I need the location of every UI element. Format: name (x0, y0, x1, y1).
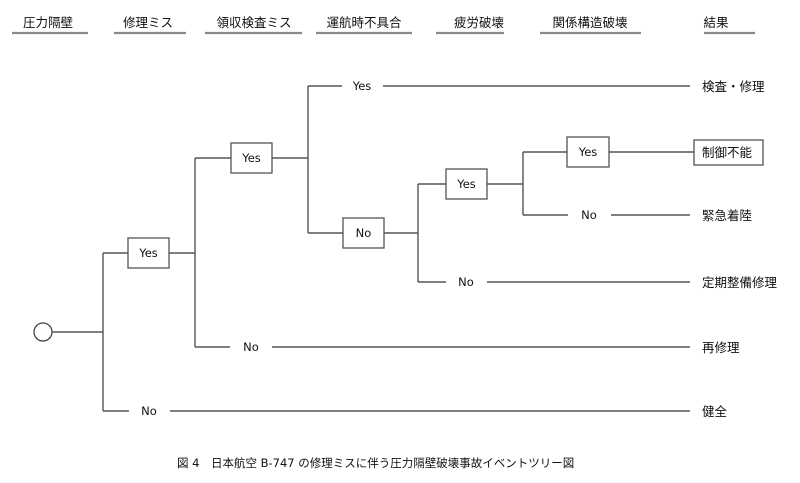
no-label: No (356, 226, 372, 240)
figure-caption: 図 4 日本航空 B-747 の修理ミスに伴う圧力隔壁破壊事故イベントツリー図 (177, 456, 574, 470)
no-label: No (141, 404, 157, 418)
yes-label: Yes (578, 145, 598, 159)
yes-label: Yes (138, 246, 158, 260)
yes-branch-box (445, 168, 488, 200)
node-fatigue-failure: Yes No (417, 168, 690, 289)
no-label: No (581, 208, 597, 222)
yes-label: Yes (241, 151, 261, 165)
yes-label: Yes (352, 79, 372, 93)
header-fatigue-failure: 疲労破壊 (454, 15, 505, 30)
outcome-emergency-landing: 緊急着陸 (702, 208, 752, 223)
outcome-loss-of-control: 制御不能 (702, 145, 753, 160)
yes-branch-box (566, 136, 610, 168)
column-headers: 圧力隔壁 修理ミス 領収検査ミス 運航時不具合 疲労破壊 関係構造破壊 結果 (23, 15, 729, 30)
node-inspection-error: Yes No (194, 142, 690, 354)
initiating-event-circle (33, 322, 53, 342)
outcome-highlight-box (693, 139, 764, 166)
no-branch-box (342, 217, 385, 249)
header-repair-error: 修理ミス (123, 15, 173, 30)
outcome-scheduled-maintenance: 定期整備修理 (702, 275, 778, 290)
node-repair-error: Yes No (102, 237, 690, 418)
node-related-structure-failure: Yes No (522, 136, 694, 222)
header-pressure-bulkhead: 圧力隔壁 (23, 15, 73, 30)
outcome-re-repair: 再修理 (702, 340, 740, 355)
header-inspection-error: 領収検査ミス (216, 15, 291, 30)
header-operation-malfunction: 運航時不具合 (326, 15, 402, 30)
outcomes: 検査・修理 制御不能 緊急着陸 定期整備修理 再修理 健全 (693, 79, 778, 419)
header-result: 結果 (703, 15, 729, 30)
outcome-sound: 健全 (702, 404, 728, 419)
header-related-structure-failure: 関係構造破壊 (552, 15, 628, 30)
no-label: No (458, 275, 474, 289)
outcome-inspect-repair: 検査・修理 (702, 79, 765, 94)
node-operation-malfunction: Yes No (307, 79, 690, 249)
yes-label: Yes (456, 177, 476, 191)
no-label: No (243, 340, 259, 354)
